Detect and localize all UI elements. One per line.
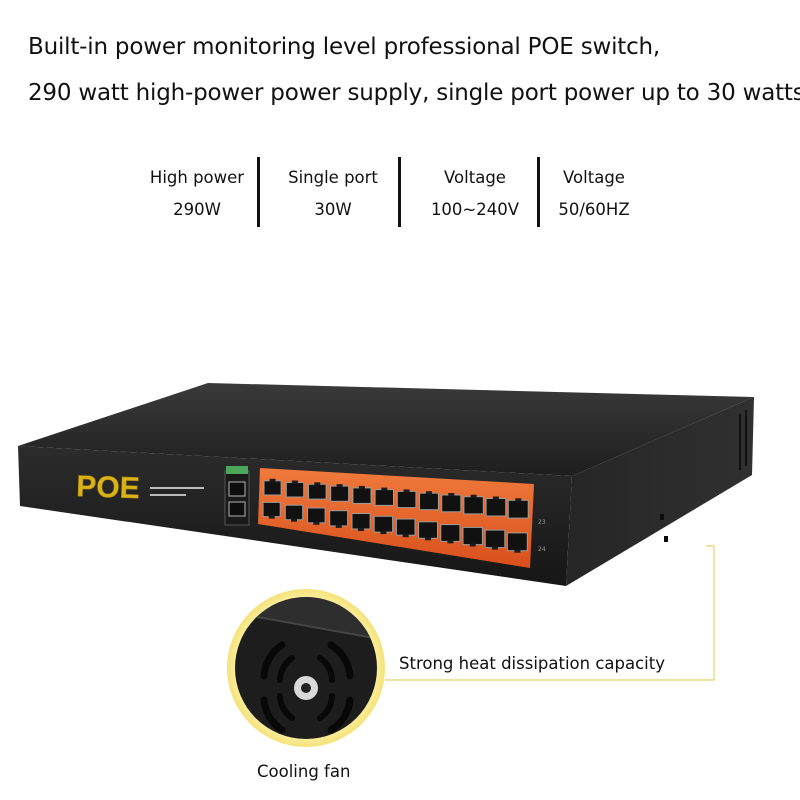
port-latch <box>335 524 342 528</box>
port-number-23: 23 <box>538 519 546 526</box>
port-latch <box>313 521 320 525</box>
ethernet-port <box>484 529 506 549</box>
ethernet-port <box>352 487 372 504</box>
spec-label: Voltage <box>444 168 506 187</box>
port-latch <box>492 546 498 550</box>
ethernet-port <box>507 499 529 519</box>
ethernet-port <box>440 524 461 542</box>
ethernet-port <box>307 507 326 524</box>
port-latch <box>514 549 521 553</box>
spec-value: 290W <box>173 200 221 219</box>
port-latch <box>448 493 455 496</box>
fan-icon <box>260 641 354 734</box>
cooling-fan-caption: Cooling fan <box>257 762 351 781</box>
ethernet-port <box>419 492 439 511</box>
ethernet-port <box>330 485 350 502</box>
ethernet-port <box>396 490 417 509</box>
port-latch <box>425 537 431 541</box>
ethernet-port <box>263 480 282 496</box>
ethernet-port <box>506 532 528 552</box>
uplink-ports <box>224 466 250 526</box>
ethernet-port <box>308 483 327 500</box>
ethernet-port <box>374 489 395 506</box>
port-latch <box>381 487 388 491</box>
port-latch <box>358 528 364 531</box>
spec-label: Voltage <box>563 168 625 187</box>
spec-value: 50/60HZ <box>558 200 630 219</box>
callout-line <box>385 545 715 681</box>
ethernet-port <box>285 482 305 498</box>
spec-divider <box>537 157 540 227</box>
ethernet-port <box>463 496 484 515</box>
switch-top <box>18 383 754 476</box>
ethernet-port <box>373 515 394 533</box>
port-latch <box>268 515 275 519</box>
spec-value: 100~240V <box>430 200 520 219</box>
port-panel <box>258 468 534 568</box>
port-latch <box>425 491 432 495</box>
ethernet-port <box>262 501 281 518</box>
ethernet-port <box>441 494 462 513</box>
ethernet-port <box>418 521 439 539</box>
spec-divider <box>257 157 260 227</box>
ethernet-port <box>351 513 371 530</box>
port-number-24: 24 <box>538 546 546 553</box>
port-latch <box>291 518 297 522</box>
port-latch <box>470 494 477 498</box>
switch-side <box>566 397 754 586</box>
model-label <box>150 487 204 496</box>
port-latch <box>358 485 365 489</box>
ethernet-port <box>284 504 304 521</box>
spec-voltage-range: Voltage 100~240V <box>420 168 530 219</box>
ethernet-port <box>485 498 507 517</box>
spec-voltage-frequency: Voltage 50/60HZ <box>548 168 640 219</box>
port-latch <box>447 540 454 544</box>
port-latch <box>515 498 522 502</box>
port-latch <box>492 496 499 500</box>
spec-divider <box>398 157 401 227</box>
mount-holes <box>660 514 668 542</box>
spec-label: High power <box>149 168 245 187</box>
fan-zoom <box>227 589 385 747</box>
ethernet-port <box>329 510 349 527</box>
port-latch <box>291 480 298 484</box>
port-latch <box>403 489 410 493</box>
port-latch <box>402 534 409 538</box>
port-latch <box>469 543 476 547</box>
ethernet-port <box>462 526 483 546</box>
side-vents <box>739 410 747 470</box>
ethernet-port <box>395 518 416 536</box>
spec-high-power: High power 290W <box>142 168 252 219</box>
headline-line-2: 290 watt high-power power supply, single… <box>28 80 800 106</box>
headline-line-1: Built-in power monitoring level professi… <box>28 34 661 60</box>
heat-dissipation-caption: Strong heat dissipation capacity <box>399 654 665 673</box>
spec-label: Single port <box>288 168 378 187</box>
port-latch <box>380 531 387 535</box>
port-latch <box>269 478 276 482</box>
port-latch <box>314 482 321 486</box>
spec-single-port: Single port 30W <box>278 168 388 219</box>
spec-value: 30W <box>314 200 352 219</box>
poe-logo: POE <box>76 470 140 505</box>
port-latch <box>336 484 343 488</box>
